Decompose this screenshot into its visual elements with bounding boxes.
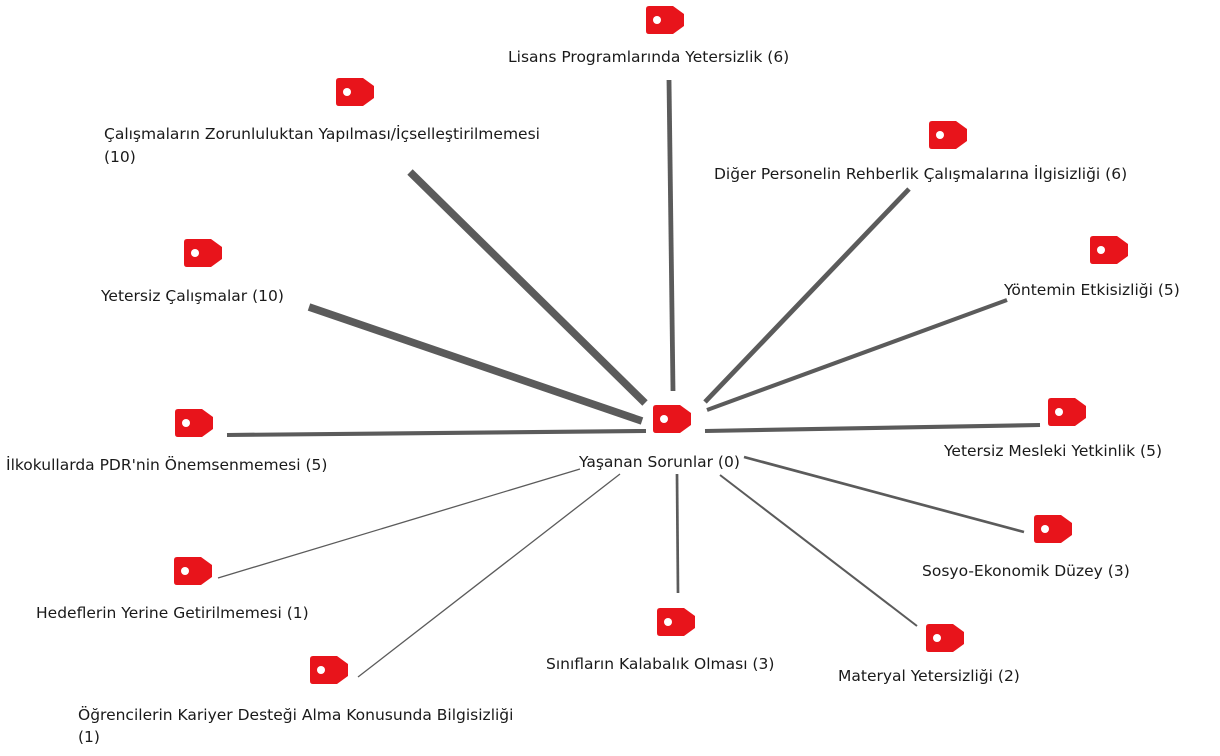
- edge-kalabalik: [675, 473, 680, 594]
- node-label-kariyer-count: (1): [78, 728, 100, 746]
- tag-icon-mesleki[interactable]: [1048, 398, 1086, 426]
- tag-icon-diger-personel[interactable]: [929, 121, 967, 149]
- tag-icon-kalabalik[interactable]: [657, 608, 695, 636]
- edge-kariyer: [357, 473, 621, 678]
- edge-yontem: [706, 298, 1008, 412]
- node-label-kalabalik[interactable]: Sınıfların Kalabalık Olması (3): [546, 655, 775, 673]
- node-label-lisans[interactable]: Lisans Programlarında Yetersizlik (6): [508, 48, 790, 66]
- tag-icon-kariyer[interactable]: [310, 656, 348, 684]
- edge-yetersiz-calismalar: [307, 303, 644, 425]
- node-label-hedefler[interactable]: Hedeflerin Yerine Getirilmemesi (1): [36, 604, 309, 622]
- node-label-zorunluluk-count: (10): [104, 148, 136, 166]
- tag-icon-yontem[interactable]: [1090, 236, 1128, 264]
- tag-icon-ilkokul[interactable]: [175, 409, 213, 437]
- node-label-mesleki[interactable]: Yetersiz Mesleki Yetkinlik (5): [944, 442, 1163, 460]
- node-label-kariyer[interactable]: Öğrencilerin Kariyer Desteği Alma Konusu…: [78, 706, 514, 724]
- edge-lisans: [666, 79, 676, 392]
- tags: [174, 6, 1128, 684]
- tag-icon-hedefler[interactable]: [174, 557, 212, 585]
- edge-hedefler: [217, 468, 581, 579]
- tag-icon-lisans[interactable]: [646, 6, 684, 34]
- edge-ilkokul: [226, 428, 647, 438]
- center-label[interactable]: Yaşanan Sorunlar (0): [579, 453, 740, 471]
- edge-sosyo: [743, 455, 1025, 534]
- tag-icon-materyal[interactable]: [926, 624, 964, 652]
- edge-zorunluluk: [407, 169, 648, 406]
- node-label-ilkokul[interactable]: İlkokullarda PDR'nin Önemsenmemesi (5): [6, 456, 328, 474]
- node-label-materyal[interactable]: Materyal Yetersizliği (2): [838, 667, 1020, 685]
- edge-materyal: [719, 474, 918, 627]
- node-label-yetersiz-calismalar[interactable]: Yetersiz Çalışmalar (10): [101, 287, 284, 305]
- edge-mesleki: [704, 422, 1041, 434]
- tag-icon-zorunluluk[interactable]: [336, 78, 374, 106]
- node-label-zorunluluk[interactable]: Çalışmaların Zorunluluktan Yapılması/İçs…: [104, 125, 540, 143]
- tag-icon-yetersiz-calismalar[interactable]: [184, 239, 222, 267]
- node-label-diger-personel[interactable]: Diğer Personelin Rehberlik Çalışmalarına…: [714, 165, 1128, 183]
- edges: [217, 79, 1041, 678]
- node-label-yontem[interactable]: Yöntemin Etkisizliği (5): [1004, 281, 1180, 299]
- edge-diger-personel: [703, 187, 911, 404]
- tag-icon-center[interactable]: [653, 405, 691, 433]
- tag-icon-sosyo[interactable]: [1034, 515, 1072, 543]
- node-label-sosyo[interactable]: Sosyo-Ekonomik Düzey (3): [922, 562, 1130, 580]
